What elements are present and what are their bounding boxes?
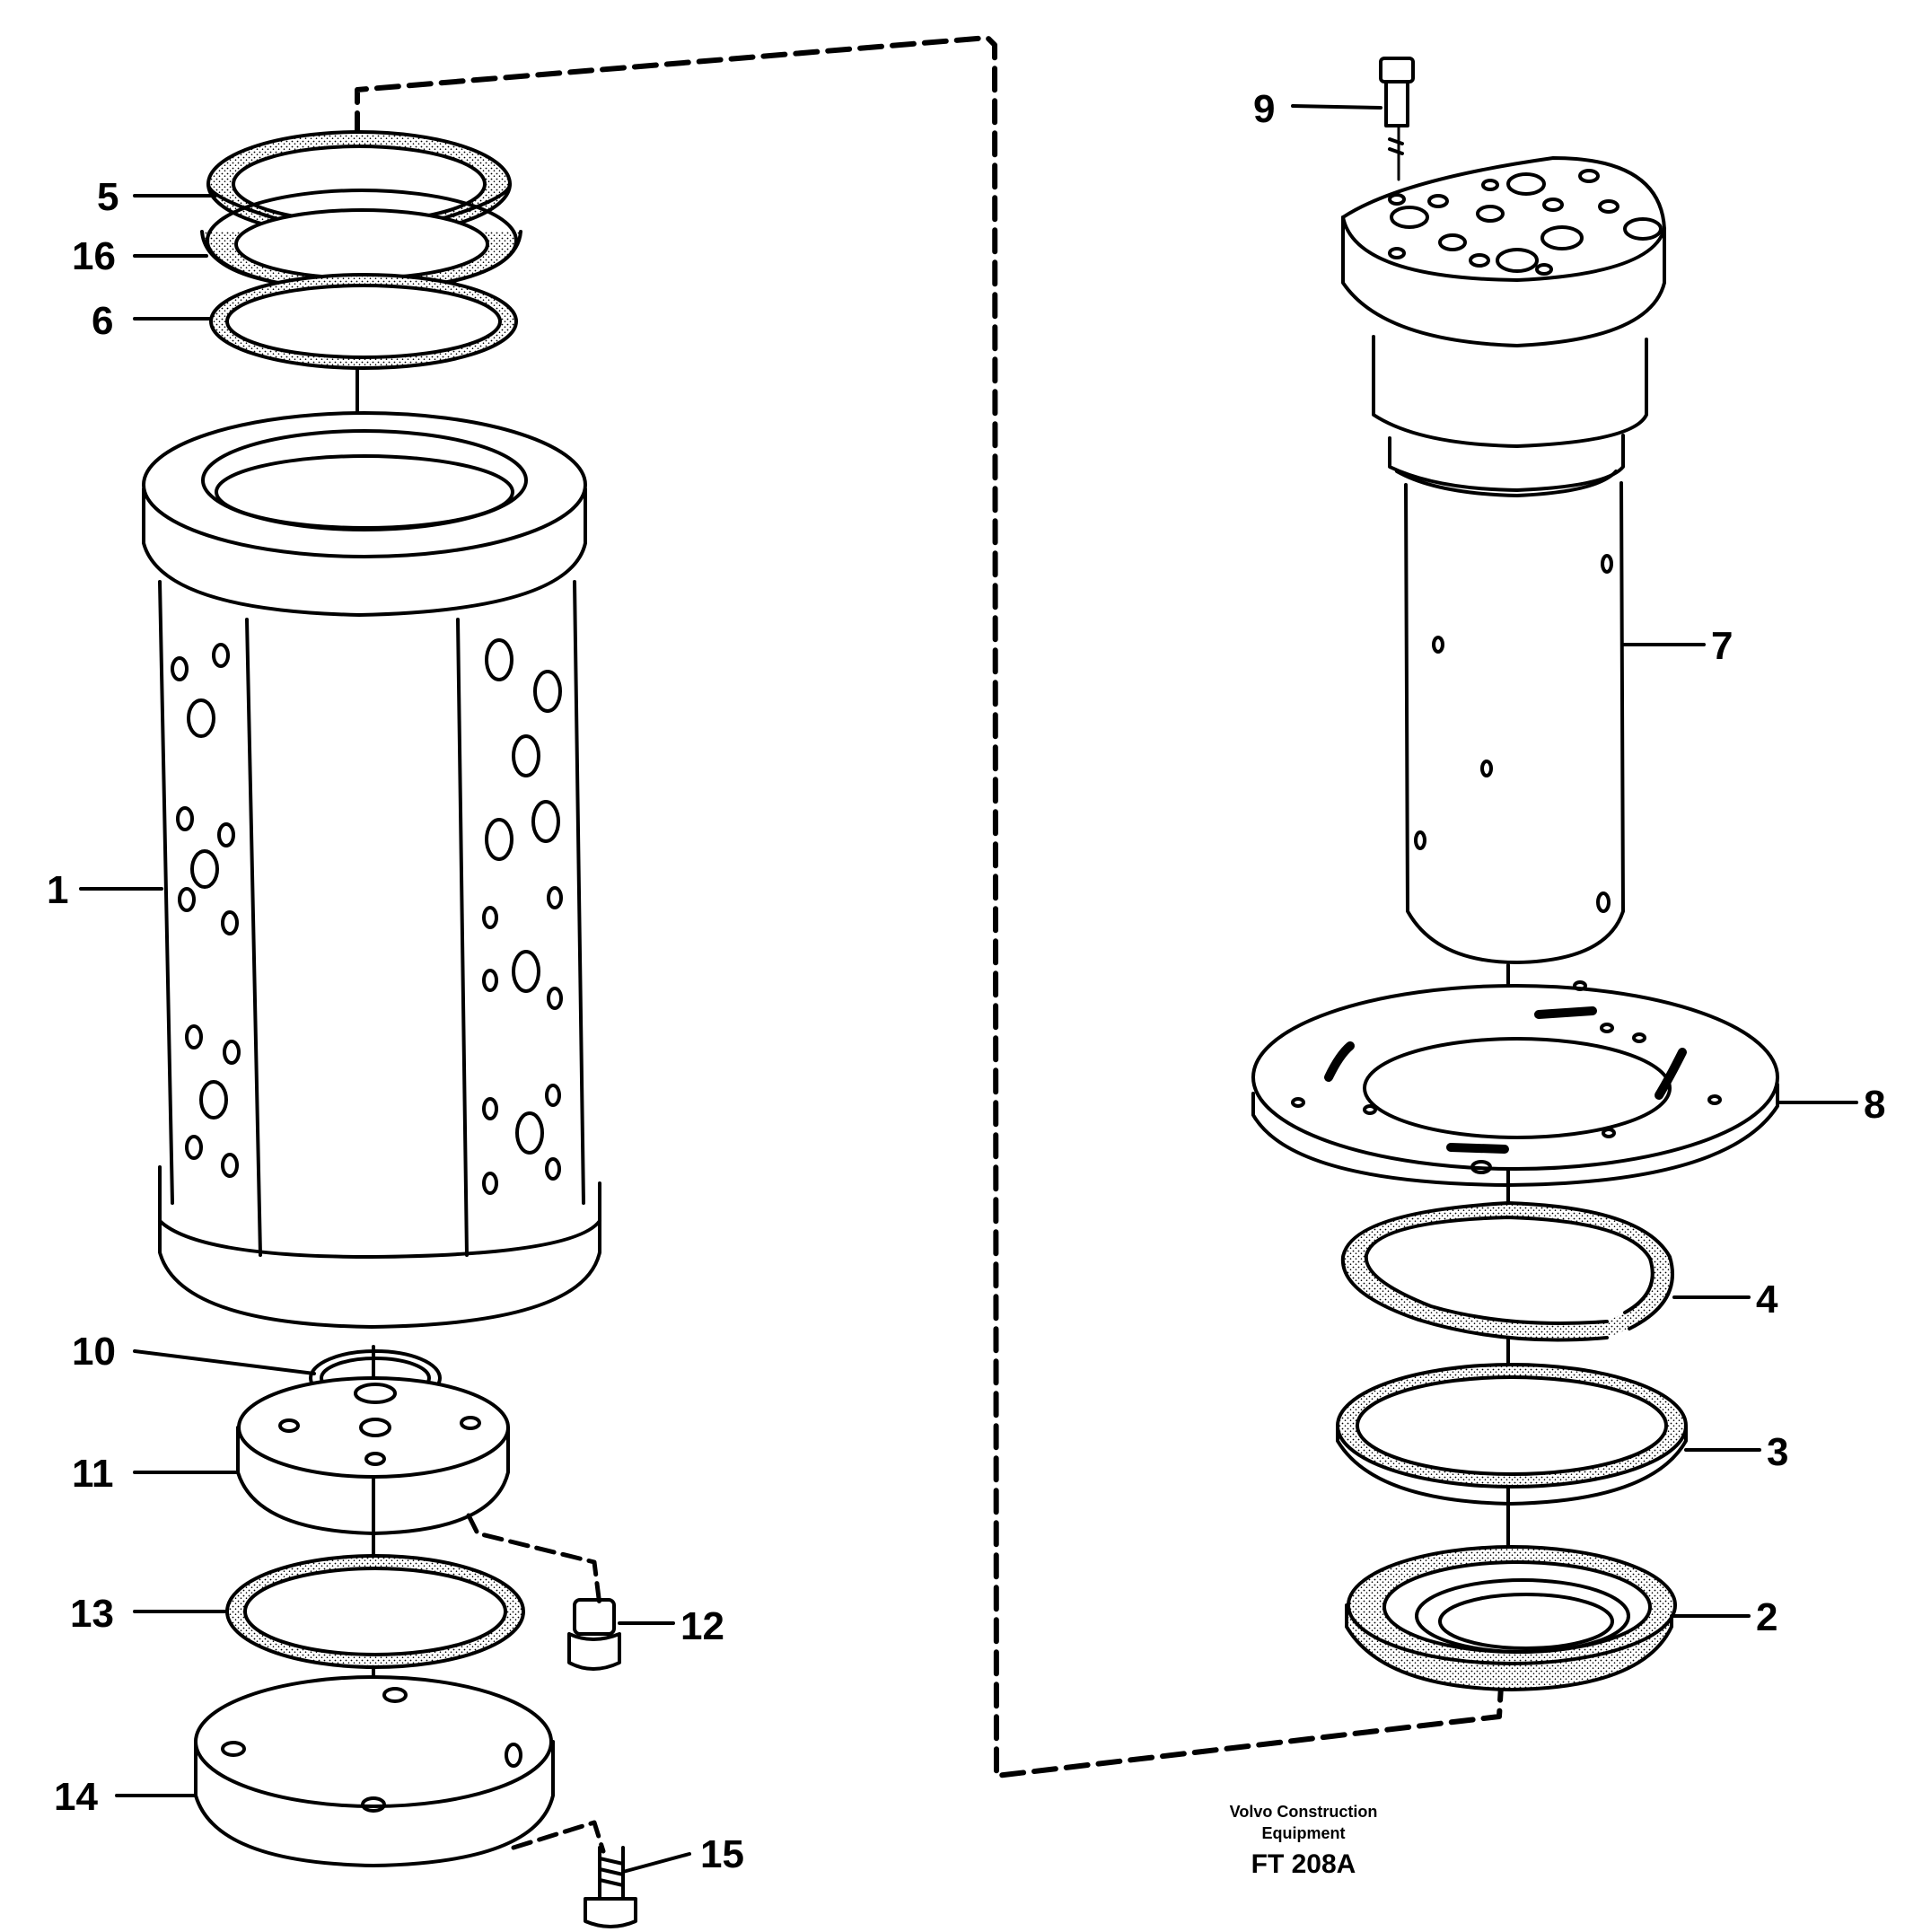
assembly-dashed-line-15 [511,1820,606,1854]
callout-13: 13 [70,1592,114,1636]
seal-2 [1345,1545,1677,1691]
callout-15: 15 [700,1832,744,1876]
callout-3: 3 [1767,1430,1788,1474]
caption-code: FT 208A [1251,1849,1356,1879]
assembly-dashed-line-12 [466,1513,602,1608]
housing-1 [142,411,601,1329]
ring-3 [1336,1363,1688,1506]
callout-2: 2 [1756,1595,1777,1639]
plate-14 [194,1675,555,1867]
flange-8 [1251,980,1779,1187]
callout-7: 7 [1711,624,1733,668]
callout-11: 11 [72,1452,114,1496]
leader-10 [133,1349,316,1375]
split-ring-4 [1340,1201,1674,1342]
callout-4: 4 [1756,1278,1778,1322]
ring-5 [206,130,512,242]
ring-6 [209,273,518,370]
assembly-dashed-line [355,35,1504,1778]
callout-5: 5 [97,175,118,219]
callout-8: 8 [1864,1083,1885,1127]
callout-16: 16 [72,234,116,278]
caption-line2: Equipment [1262,1824,1346,1842]
callout-1: 1 [47,868,68,912]
callout-6: 6 [92,299,113,343]
callout-12: 12 [680,1604,724,1648]
leader-9 [1291,104,1382,110]
leader-lines [79,104,1858,1874]
screw-12 [567,1598,621,1671]
ring-13 [225,1554,525,1669]
cover-11 [236,1376,510,1535]
leader-15 [621,1852,691,1874]
callout-9: 9 [1253,87,1275,131]
bolt-15 [584,1846,637,1928]
spindle-7 [1341,156,1666,964]
caption-line1: Volvo Construction [1230,1803,1378,1821]
ring-16 [200,189,522,293]
callout-14: 14 [54,1775,98,1819]
callout-10: 10 [72,1330,116,1374]
bolt-9 [1379,57,1415,155]
